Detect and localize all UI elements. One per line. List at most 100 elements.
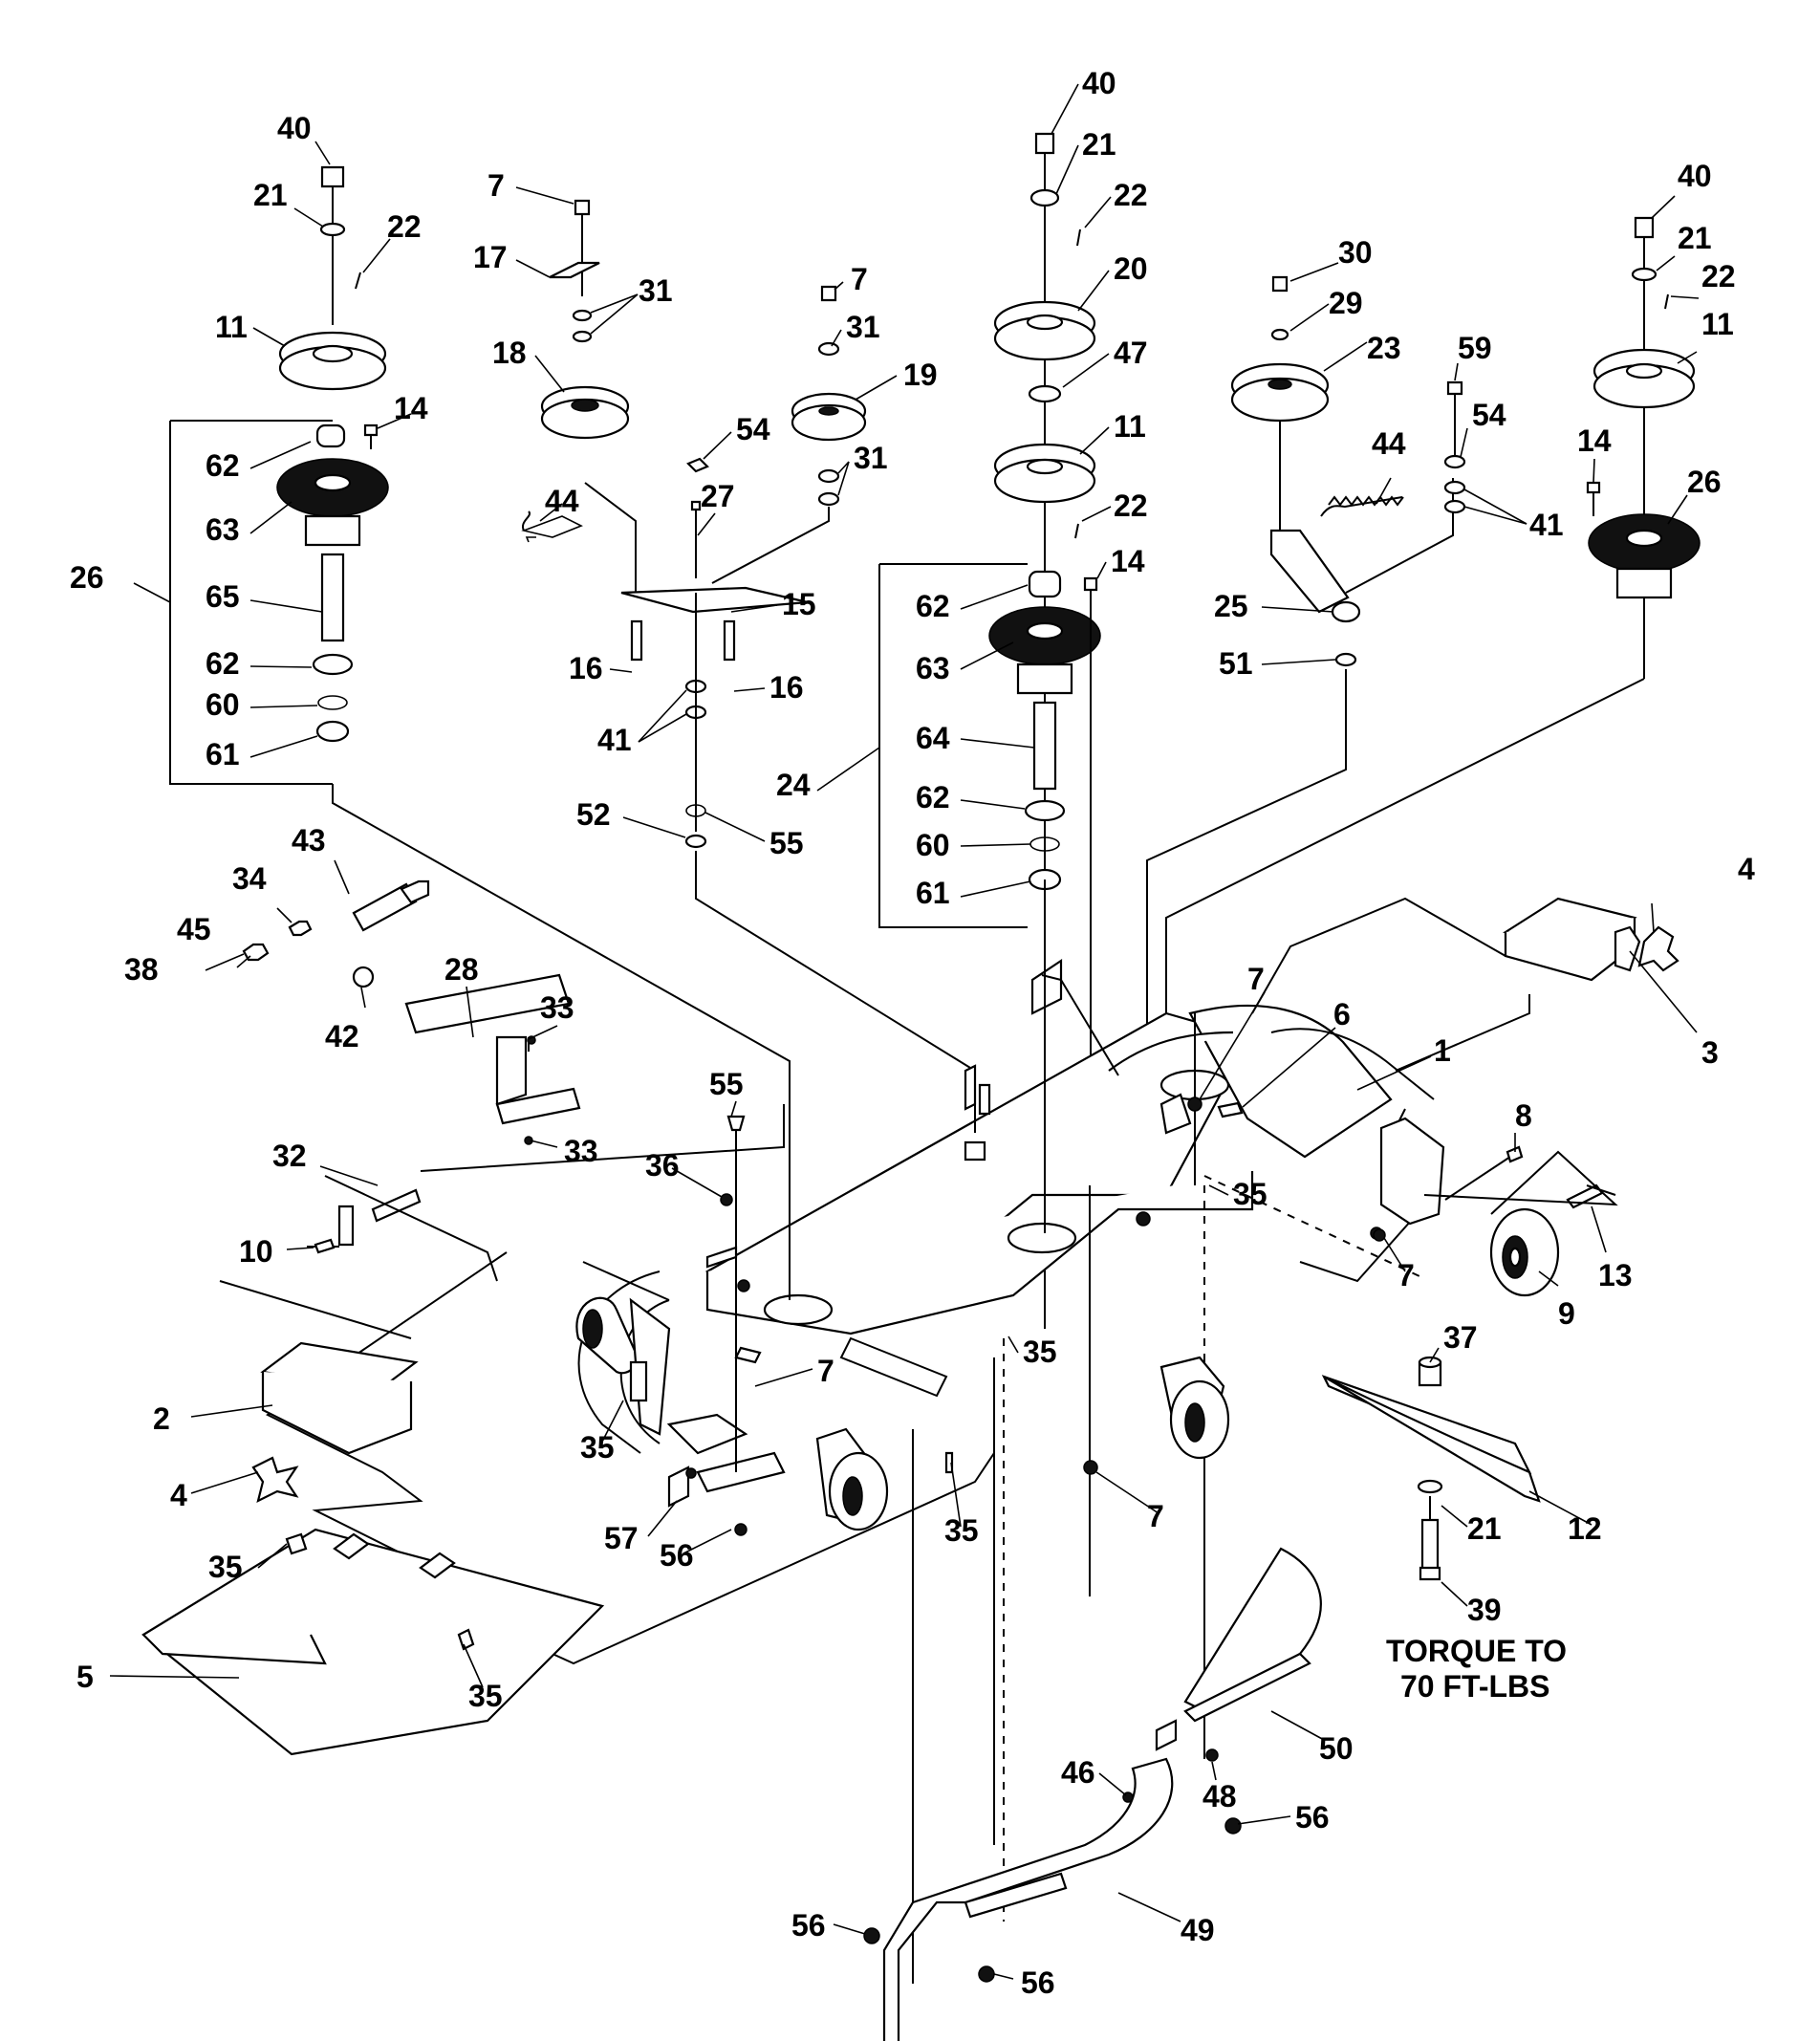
callout-15: 15 [782,587,816,621]
callout-28: 28 [444,952,479,987]
callout-4-right: 4 [1738,852,1755,886]
callout-50: 50 [1319,1731,1354,1766]
callout-40-left: 40 [277,111,312,145]
callout-55-b: 55 [709,1067,744,1101]
callout-41-right: 41 [1529,508,1564,542]
callout-39: 39 [1467,1593,1502,1627]
callout-51: 51 [1219,646,1253,681]
callout-18: 18 [492,336,527,370]
callout-36: 36 [645,1148,680,1183]
callout-35-c: 35 [580,1430,615,1465]
callout-5: 5 [76,1660,94,1694]
callout-35-e: 35 [208,1550,243,1584]
callout-8: 8 [1515,1098,1532,1133]
center-spindle-assembly [878,132,1101,1329]
callout-63-left: 63 [206,512,240,547]
callout-22-center-a: 22 [1114,178,1148,212]
callout-54-right: 54 [1472,398,1506,432]
callout-61-left: 61 [206,737,240,771]
callout-27: 27 [701,479,735,513]
callout-14-left: 14 [394,391,428,425]
callout-62-center-a: 62 [916,589,950,623]
idler-assembly-right [1146,275,1466,1185]
callout-22-left: 22 [387,209,422,244]
callout-31-a: 31 [639,273,673,308]
callout-21-right: 21 [1678,221,1712,255]
callout-7-c: 7 [1247,962,1265,996]
callout-1: 1 [1434,1033,1451,1068]
callout-42: 42 [325,1019,359,1053]
hardware [314,1035,1386,1475]
callout-48: 48 [1202,1779,1237,1813]
callout-26-left: 26 [70,560,104,595]
callout-45: 45 [177,912,211,946]
callout-32: 32 [272,1139,307,1173]
callout-22-center-b: 22 [1114,489,1148,523]
callout-35-b: 35 [1023,1335,1057,1369]
callout-56-a: 56 [660,1538,694,1573]
callout-47: 47 [1114,336,1148,370]
callout-56-c: 56 [791,1908,826,1943]
callout-labels: 40 21 22 11 14 62 63 26 65 62 60 61 7 17… [70,66,1755,2000]
callout-7-a: 7 [488,168,505,203]
callout-60-left: 60 [206,687,240,722]
callout-7-e: 7 [817,1354,834,1388]
callout-30: 30 [1338,235,1373,270]
belt-cover-left [251,1341,419,1504]
callout-23: 23 [1367,331,1401,365]
leader-lines [109,83,1700,1980]
callout-16-a: 16 [569,651,603,685]
torque-note: TORQUE TO 70 FT-LBS [1386,1634,1567,1704]
callout-57: 57 [604,1521,639,1555]
torque-note-line1: TORQUE TO [1386,1634,1567,1668]
callout-65: 65 [206,579,240,614]
front-left-caster-assembly [575,1115,954,1536]
callout-61-center: 61 [916,876,950,910]
callout-6: 6 [1333,997,1351,1031]
callout-35-f: 35 [468,1679,503,1713]
callout-2: 2 [153,1401,170,1436]
callout-7-f: 7 [1147,1499,1164,1533]
callout-56-d: 56 [1021,1965,1055,2000]
left-spindle-assembly [169,165,389,785]
idler-assembly-19 [686,285,867,584]
callout-16-b: 16 [769,670,804,705]
callout-9: 9 [1558,1296,1575,1331]
callout-3: 3 [1701,1035,1719,1070]
callout-17: 17 [473,240,508,274]
callout-59: 59 [1458,331,1492,365]
callout-4-left: 4 [170,1478,187,1512]
callout-12: 12 [1568,1511,1602,1546]
belt-route-lines [219,784,1530,1984]
torque-note-line2: 70 FT-LBS [1400,1669,1549,1704]
callout-63-center: 63 [916,651,950,685]
callout-13: 13 [1598,1258,1633,1292]
idler-assembly-left [521,199,976,1072]
callout-40-right: 40 [1678,159,1712,193]
callout-49: 49 [1181,1913,1215,1947]
callout-62-center-b: 62 [916,780,950,814]
callout-31-b: 31 [846,310,880,344]
callout-22-right: 22 [1701,259,1736,293]
callout-64: 64 [916,721,950,755]
callout-33-b: 33 [564,1134,598,1168]
callout-24: 24 [776,768,811,802]
callout-41-left: 41 [597,723,632,757]
callout-54-left: 54 [736,412,770,446]
callout-44-left: 44 [545,484,579,518]
callout-60-center: 60 [916,828,950,862]
callout-33-a: 33 [540,990,574,1025]
callout-34: 34 [232,861,267,896]
rear-baffles [863,1547,1322,2041]
lift-linkage-left [242,879,785,1282]
callout-21-blade: 21 [1467,1511,1502,1546]
callout-11-right: 11 [1701,307,1734,341]
callout-20: 20 [1114,251,1148,286]
callout-25: 25 [1214,589,1248,623]
callout-21-left: 21 [253,178,288,212]
callout-31-c: 31 [854,441,888,475]
right-spindle-assembly [1165,216,1701,1071]
callout-52: 52 [576,797,611,832]
callout-10: 10 [239,1234,273,1269]
